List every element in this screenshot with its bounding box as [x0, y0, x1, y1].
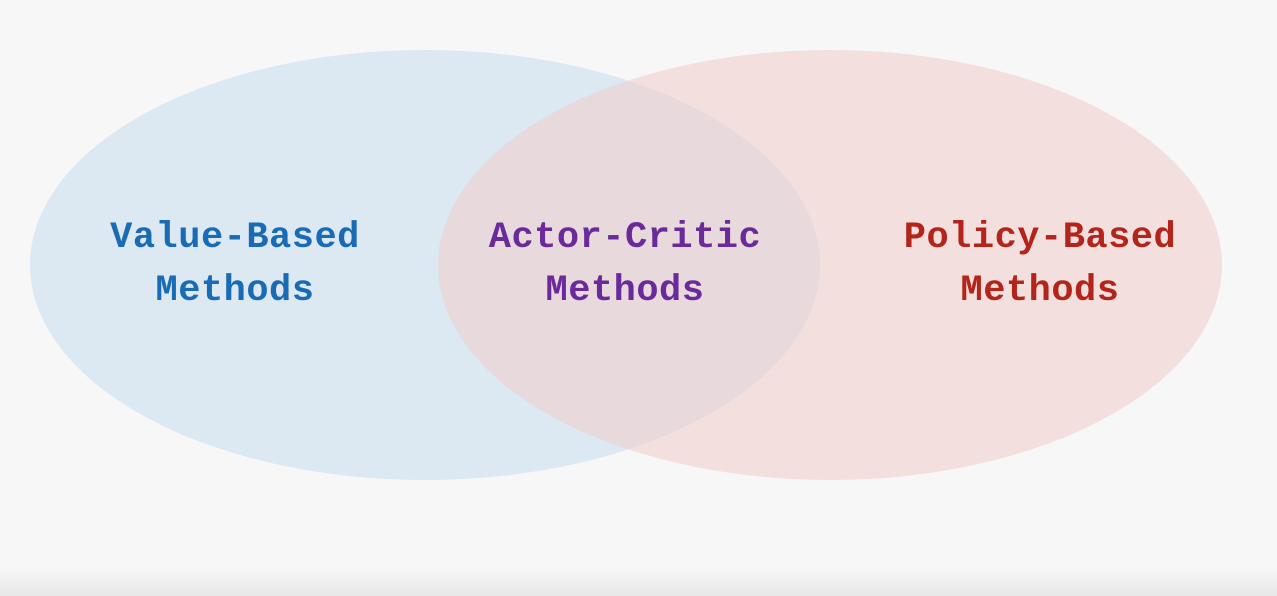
policy-based-set-ellipse	[438, 50, 1222, 480]
policy-based-label: Policy-Based Methods	[875, 212, 1205, 318]
policy-based-label-line2: Methods	[960, 270, 1120, 312]
bottom-shade	[0, 566, 1277, 596]
value-based-label-line1: Value-Based	[110, 217, 360, 259]
actor-critic-label: Actor-Critic Methods	[460, 212, 790, 318]
actor-critic-label-line1: Actor-Critic	[488, 217, 762, 259]
policy-based-label-line1: Policy-Based	[903, 217, 1177, 259]
actor-critic-label-line2: Methods	[545, 270, 705, 312]
value-based-label: Value-Based Methods	[85, 212, 385, 318]
value-based-label-line2: Methods	[155, 270, 315, 312]
